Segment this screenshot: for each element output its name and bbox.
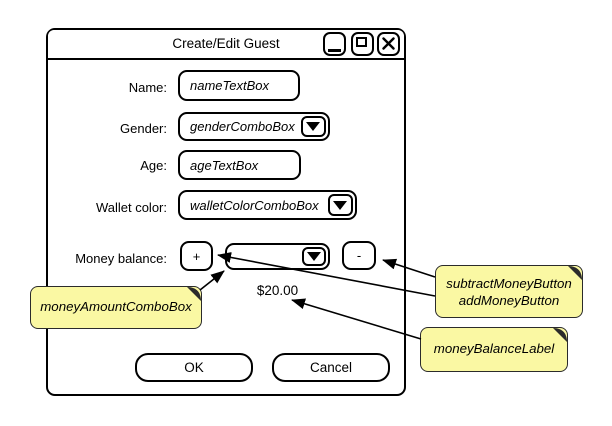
money-amount-combobox-note: moneyAmountComboBox <box>30 286 202 329</box>
name-textbox[interactable]: nameTextBox <box>178 70 300 101</box>
chevron-down-icon <box>306 122 320 131</box>
title-bar: Create/Edit Guest <box>48 30 404 60</box>
plus-icon: + <box>192 248 201 264</box>
note-text: moneyBalanceLabel <box>433 341 555 356</box>
name-label: Name: <box>128 80 167 95</box>
note-text: moneyAmountComboBox <box>40 299 192 314</box>
note-fold-icon <box>568 266 582 280</box>
note-text-line2: addMoneyButton <box>458 293 560 308</box>
age-label: Age: <box>140 158 167 173</box>
minimize-button[interactable] <box>323 32 346 56</box>
ok-button-label: OK <box>184 360 204 375</box>
note-fold-icon <box>553 328 567 342</box>
name-textbox-value: nameTextBox <box>190 78 270 93</box>
minus-icon: - <box>356 248 362 263</box>
gender-combobox[interactable]: genderComboBox <box>178 112 330 141</box>
chevron-down-icon <box>306 252 321 261</box>
money-balance-value: $20.00 <box>256 283 299 298</box>
subtract-add-buttons-note: subtractMoneyButton addMoneyButton <box>435 265 583 318</box>
money-amount-combobox[interactable] <box>225 243 330 270</box>
money-amount-dropdown-button[interactable] <box>301 247 326 266</box>
close-button[interactable] <box>377 32 400 56</box>
money-balance-label-note: moneyBalanceLabel <box>420 327 568 372</box>
age-textbox-value: ageTextBox <box>190 157 259 173</box>
chevron-down-icon <box>333 200 347 210</box>
maximize-icon <box>356 37 368 47</box>
subtract-money-button[interactable]: - <box>342 241 376 270</box>
gender-label: Gender: <box>120 121 167 136</box>
cancel-button[interactable]: Cancel <box>272 353 390 382</box>
cancel-button-label: Cancel <box>309 360 353 375</box>
minimize-icon <box>328 48 341 52</box>
note-text-line1: subtractMoneyButton <box>446 276 572 291</box>
wallet-color-combobox[interactable]: walletColorComboBox <box>178 190 357 220</box>
gender-combobox-value: genderComboBox <box>190 119 295 134</box>
add-money-button[interactable]: + <box>180 241 213 271</box>
create-edit-guest-dialog: Create/Edit Guest Name: nameTextBox Gend… <box>46 28 406 396</box>
gender-dropdown-button[interactable] <box>300 116 326 137</box>
money-balance-label: Money balance: <box>75 251 167 266</box>
note-fold-icon <box>187 287 201 301</box>
wallet-color-label: Wallet color: <box>95 200 167 215</box>
close-icon <box>381 36 395 50</box>
ok-button[interactable]: OK <box>135 353 253 382</box>
wallet-color-dropdown-button[interactable] <box>327 194 353 216</box>
wallet-color-combobox-value: walletColorComboBox <box>190 197 319 213</box>
maximize-button[interactable] <box>351 32 374 56</box>
age-textbox[interactable]: ageTextBox <box>178 150 301 180</box>
dialog-title: Create/Edit Guest <box>172 36 280 51</box>
